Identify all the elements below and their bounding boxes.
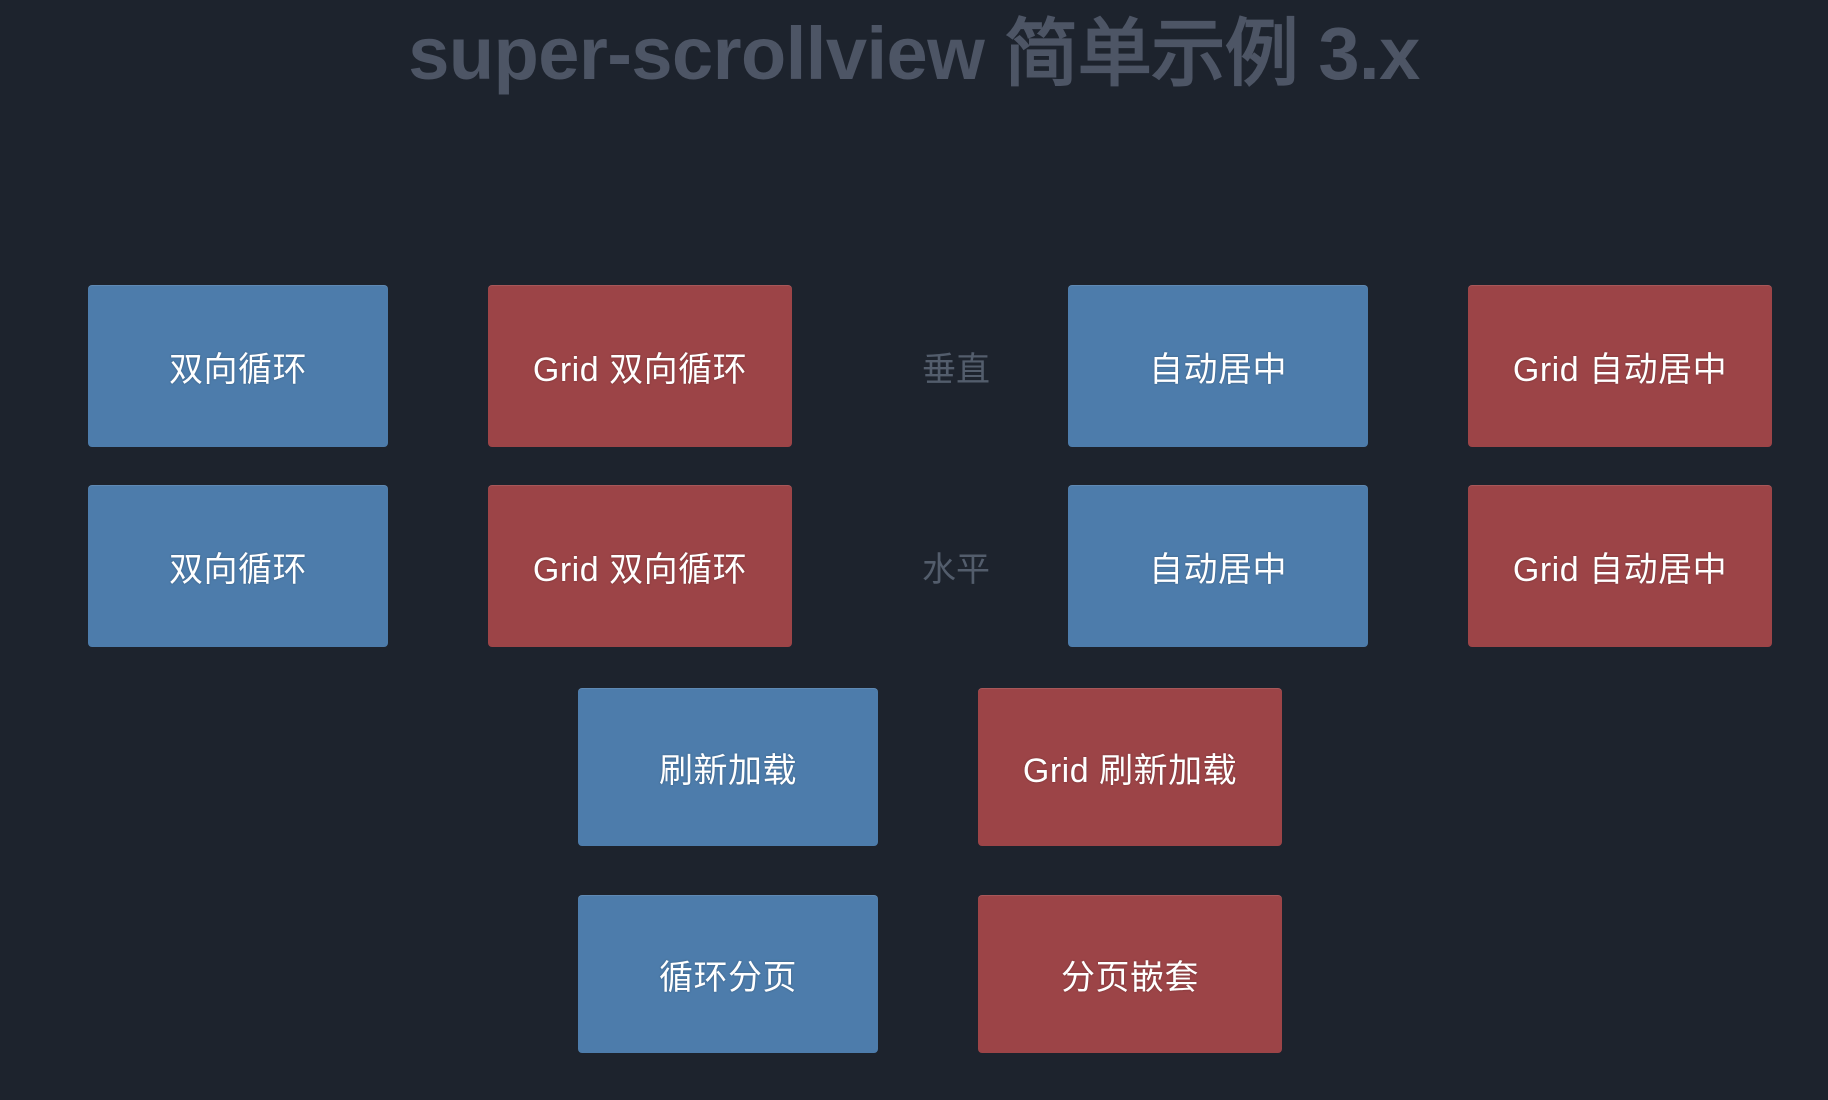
axis-direction-label: 垂直 xyxy=(922,350,990,389)
demo-button[interactable]: 双向循环 xyxy=(88,485,388,647)
page-title: super-scrollview 简单示例 3.x xyxy=(408,12,1420,95)
axis-direction-label: 水平 xyxy=(922,550,990,589)
demo-button[interactable]: Grid 双向循环 xyxy=(488,285,792,447)
demo-button[interactable]: Grid 自动居中 xyxy=(1468,485,1772,647)
demo-button[interactable]: Grid 双向循环 xyxy=(488,485,792,647)
demo-button[interactable]: 双向循环 xyxy=(88,285,388,447)
demo-button[interactable]: 自动居中 xyxy=(1068,485,1368,647)
demo-button[interactable]: 自动居中 xyxy=(1068,285,1368,447)
demo-button[interactable]: Grid 刷新加载 xyxy=(978,688,1282,846)
demo-button[interactable]: Grid 自动居中 xyxy=(1468,285,1772,447)
demo-button[interactable]: 刷新加载 xyxy=(578,688,878,846)
demo-button[interactable]: 分页嵌套 xyxy=(978,895,1282,1053)
demo-button[interactable]: 循环分页 xyxy=(578,895,878,1053)
